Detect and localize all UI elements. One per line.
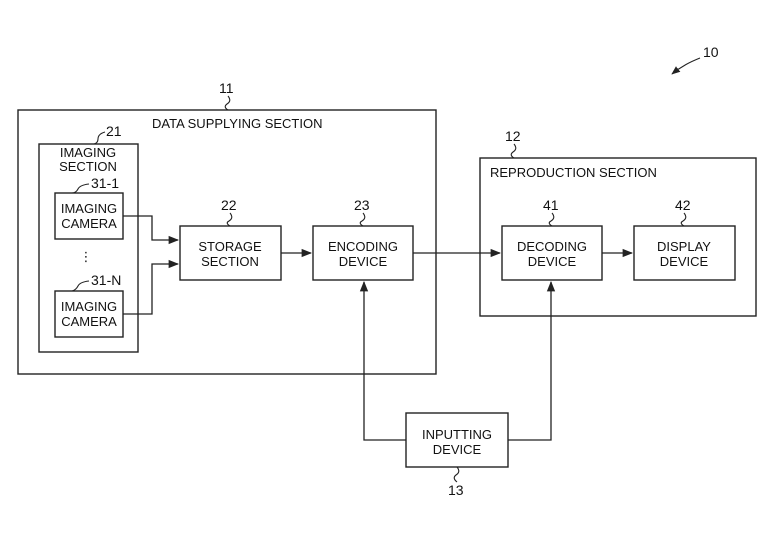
decoding-device-label-line1: DECODING (517, 239, 587, 254)
camera-1-to-storage-arrow (123, 215, 180, 245)
imaging-camera-n-leader (71, 280, 90, 292)
imaging-camera-1-leader (71, 183, 90, 194)
data-supplying-section-ref: 11 (219, 80, 234, 96)
storage-section-label-line2: SECTION (201, 254, 259, 269)
inputting-device-leader (453, 466, 460, 483)
decoding-device-leader (548, 212, 555, 227)
camera-ellipsis: ⋮ (80, 249, 93, 264)
imaging-camera-1-label-line2: CAMERA (61, 216, 117, 231)
imaging-section-leader (93, 131, 106, 145)
inputting-device-ref: 13 (448, 482, 464, 498)
imaging-camera-n-ref: 31-N (91, 272, 121, 288)
display-device-leader (680, 212, 687, 227)
decoding-device-ref: 41 (543, 197, 559, 213)
inputting-device-label-line1: INPUTTING (422, 427, 492, 442)
inputting-device-label-line2: DEVICE (433, 442, 482, 457)
figure-number: 10 (703, 44, 719, 60)
data-supplying-section-title: DATA SUPPLYING SECTION (152, 116, 322, 131)
figure-pointer-arrow (671, 57, 701, 75)
reproduction-section-leader (510, 143, 517, 159)
imaging-camera-n-label-line2: CAMERA (61, 314, 117, 329)
imaging-camera-n-label-line1: IMAGING (61, 299, 117, 314)
display-device-ref: 42 (675, 197, 691, 213)
camera-n-to-storage-arrow (123, 259, 180, 315)
imaging-section-box (38, 143, 139, 353)
imaging-section-label-line1: IMAGING (60, 145, 116, 160)
storage-section-label-line1: STORAGE (198, 239, 262, 254)
storage-section-ref: 22 (221, 197, 237, 213)
display-device-box (633, 225, 736, 281)
imaging-section-ref: 21 (106, 123, 122, 139)
data-supplying-section-leader (224, 95, 231, 111)
imaging-camera-1-label-line1: IMAGING (61, 201, 117, 216)
storage-section-leader (226, 212, 233, 227)
display-device-label-line1: DISPLAY (657, 239, 711, 254)
encoding-device-label-line1: ENCODING (328, 239, 398, 254)
reproduction-section-title: REPRODUCTION SECTION (490, 165, 657, 180)
reproduction-section-ref: 12 (505, 128, 521, 144)
imaging-camera-1-ref: 31-1 (91, 175, 119, 191)
reproduction-section-box (479, 157, 757, 317)
encoding-device-leader (359, 212, 366, 227)
inputting-to-encoding-arrow (359, 280, 406, 441)
imaging-section-label-line2: SECTION (59, 159, 117, 174)
decoding-device-label-line2: DEVICE (528, 254, 577, 269)
inputting-to-decoding-arrow (508, 280, 556, 441)
encoding-device-label-line2: DEVICE (339, 254, 388, 269)
encoding-device-ref: 23 (354, 197, 370, 213)
display-device-label-line2: DEVICE (660, 254, 709, 269)
